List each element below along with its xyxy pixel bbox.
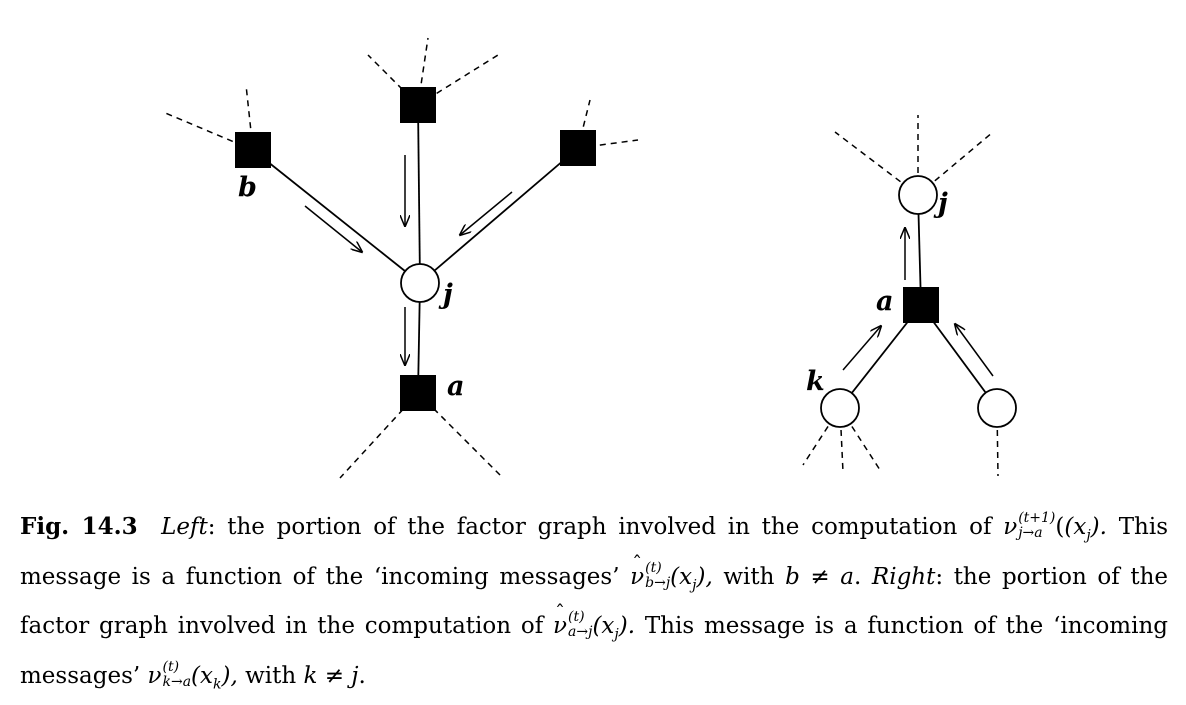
- caption-text: .: [358, 662, 366, 689]
- factor-node-a: [400, 375, 436, 411]
- right-diagram: j a k: [802, 115, 1017, 477]
- caption-text: .: [853, 563, 872, 590]
- caption-text: with: [237, 662, 304, 689]
- variable-node-k: [820, 388, 860, 428]
- variable-node-j: [898, 175, 938, 215]
- condition-k-neq-j: k ≠ j: [303, 662, 359, 689]
- label-k: k: [806, 366, 825, 397]
- dashed-edge: [577, 99, 591, 149]
- edge-top-j: [417, 104, 421, 284]
- edge-b-j: [252, 149, 421, 284]
- caption-text: This message is a function of the ‘incom…: [20, 613, 1169, 689]
- figure-caption: Fig. 14.3 Left: the portion of the facto…: [20, 506, 1168, 705]
- caption-text: This message is a function of the ‘incom…: [20, 514, 1169, 590]
- factor-node-top: [400, 87, 436, 123]
- message-nuhat-a-to-j: ν(t)a→j(xj).: [553, 592, 635, 643]
- right-word: Right: [871, 563, 936, 590]
- message-nu-j-to-a: ν(t+1)j→a((xj).: [1003, 510, 1107, 544]
- label-j: j: [438, 279, 453, 310]
- figure-number: Fig. 14.3: [20, 513, 138, 540]
- dashed-edge: [417, 392, 504, 479]
- factor-node-right: [560, 130, 596, 166]
- caption-text: : the portion of the factor graph involv…: [207, 514, 1004, 540]
- label-b: b: [238, 172, 257, 203]
- edge-right-j: [419, 147, 579, 284]
- factor-node-a: [903, 287, 939, 323]
- condition-b-neq-a: b ≠ a: [785, 563, 854, 590]
- left-word: Left: [161, 514, 208, 540]
- factor-graph-figure: b j a j: [162, 37, 1017, 479]
- message-nu-k-to-a: ν(t)k→a(xk),: [147, 658, 238, 693]
- dashed-edge: [339, 392, 419, 479]
- left-diagram: b j a: [162, 37, 639, 479]
- label-a: a: [447, 371, 465, 402]
- message-arrow-right-to-a: [955, 324, 994, 377]
- message-arrow-k-to-a: [842, 326, 881, 371]
- caption-text: with: [712, 563, 786, 590]
- message-nuhat-b-to-j: ν(t)b→j(xj),: [630, 543, 713, 594]
- label-a: a: [876, 286, 894, 317]
- variable-node-j: [400, 263, 440, 303]
- caption-text: : the portion of the factor graph involv…: [20, 563, 1168, 640]
- message-arrow-right-to-j: [460, 191, 513, 235]
- variable-node-right: [977, 388, 1017, 428]
- factor-node-b: [235, 132, 271, 168]
- message-arrow-b-to-j: [304, 205, 362, 252]
